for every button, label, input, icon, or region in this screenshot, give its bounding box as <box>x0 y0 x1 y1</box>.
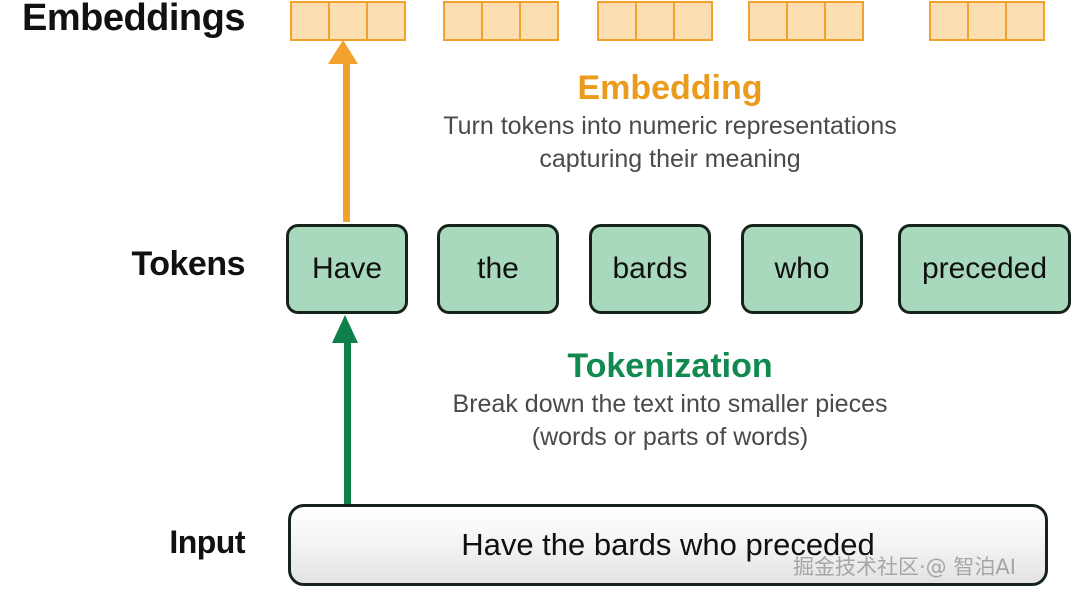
embedding-title: Embedding <box>577 69 763 107</box>
embedding-cell <box>330 3 366 39</box>
embedding-group-3 <box>597 1 713 41</box>
token-box-the: the <box>437 224 559 314</box>
tokenization-arrow-shaft <box>344 340 351 512</box>
input-sentence-box: Have the bards who preceded <box>288 504 1048 586</box>
watermark: 掘金技术社区·@ 智泊AI <box>793 555 1016 579</box>
token-box-preceded: preceded <box>898 224 1071 314</box>
embedding-description: Turn tokens into numeric representations… <box>443 112 897 173</box>
token-label: bards <box>612 252 688 285</box>
embedding-cell <box>826 3 862 39</box>
embedding-cell <box>750 3 786 39</box>
embedding-cell <box>483 3 519 39</box>
embedding-cell <box>599 3 635 39</box>
embedding-cell <box>788 3 824 39</box>
embedding-group-2 <box>443 1 559 41</box>
embedding-cell <box>368 3 404 39</box>
token-label: preceded <box>921 252 1048 285</box>
embedding-group-4 <box>748 1 864 41</box>
tokenization-section: Tokenization Break down the text into sm… <box>290 344 1050 454</box>
embedding-cell <box>1007 3 1043 39</box>
embedding-group-1 <box>290 1 406 41</box>
embedding-cell <box>969 3 1005 39</box>
input-sentence-text: Have the bards who preceded <box>461 527 875 562</box>
embedding-cell <box>445 3 481 39</box>
token-box-have: Have <box>286 224 408 314</box>
embedding-arrow-shaft <box>343 62 350 222</box>
embedding-cell <box>675 3 711 39</box>
token-label: the <box>477 252 519 285</box>
row-label-tokens: Tokens <box>131 245 245 283</box>
token-label: Have <box>311 252 383 285</box>
token-label: who <box>774 252 830 285</box>
tokenization-arrow-head-icon <box>332 315 358 343</box>
embedding-cell <box>292 3 328 39</box>
embedding-arrow-head-icon <box>328 40 358 64</box>
token-box-bards: bards <box>589 224 711 314</box>
embedding-cell <box>931 3 967 39</box>
embedding-section: Embedding Turn tokens into numeric repre… <box>290 66 1050 176</box>
row-label-input: Input <box>169 524 245 560</box>
embedding-cell <box>521 3 557 39</box>
tokenization-title: Tokenization <box>567 347 773 385</box>
tokenization-description: Break down the text into smaller pieces … <box>452 390 888 451</box>
token-box-who: who <box>741 224 863 314</box>
embedding-cell <box>637 3 673 39</box>
embedding-group-5 <box>929 1 1045 41</box>
row-label-embeddings: Embeddings <box>21 0 246 39</box>
